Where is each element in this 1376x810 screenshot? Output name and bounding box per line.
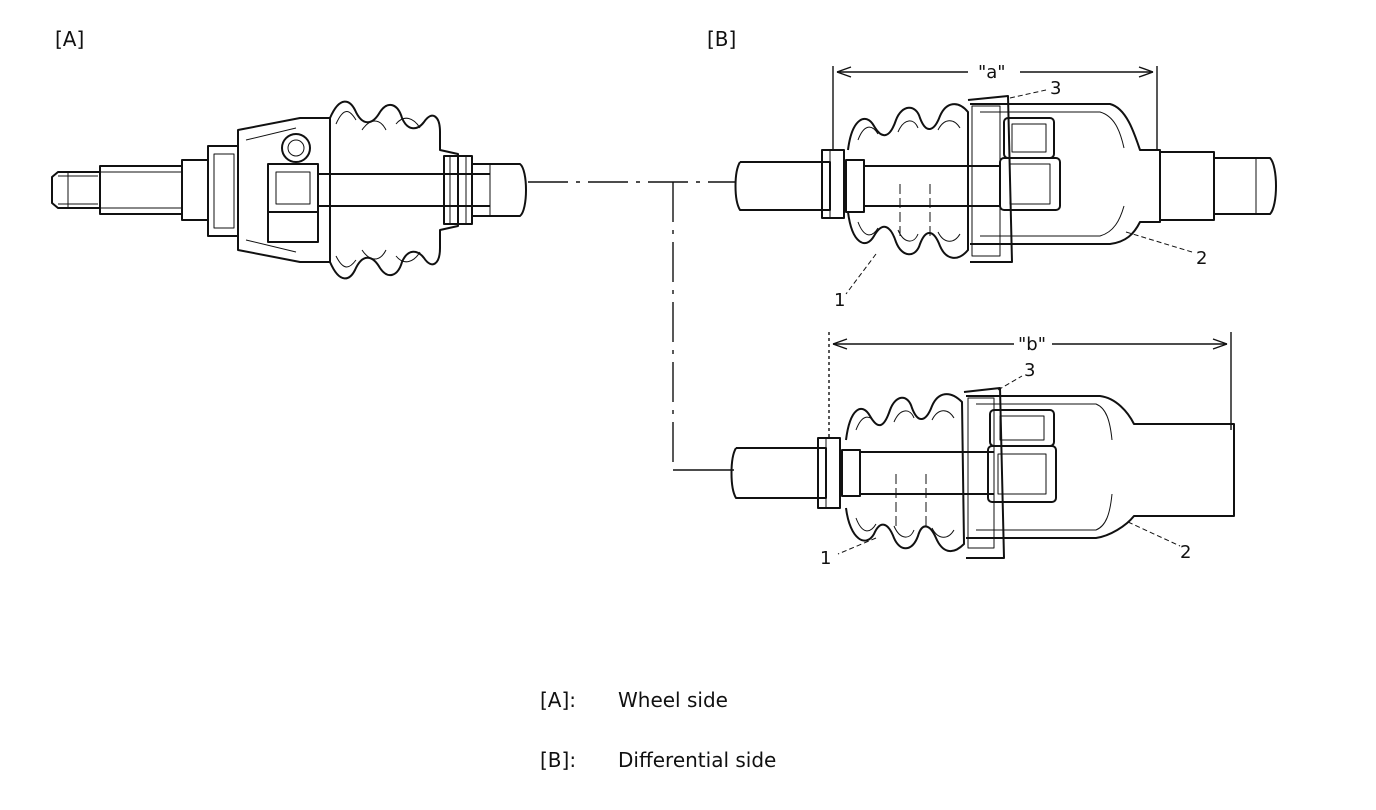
legend-text: Differential side [618, 748, 777, 772]
legend-row-wheel-side: [A]: Wheel side [540, 688, 728, 712]
lower-callout-2: 2 [1180, 542, 1191, 563]
differential-side-shaft-lower [730, 387, 1235, 559]
legend-key: [B]: [540, 748, 577, 772]
lower-callout-leaders [837, 375, 1181, 555]
label-section-b: [B] [707, 27, 736, 51]
dimension-a-label: "a" [978, 62, 1006, 83]
legend-key: [A]: [540, 688, 577, 712]
dimension-a [832, 66, 1158, 150]
legend-text: Wheel side [618, 688, 728, 712]
upper-callout-3: 3 [1050, 78, 1061, 99]
upper-callout-1: 1 [834, 290, 845, 311]
legend-row-differential-side: [B]: Differential side [540, 748, 776, 772]
lower-callout-1: 1 [820, 548, 831, 569]
lower-callout-3: 3 [1024, 360, 1035, 381]
differential-side-shaft-upper [734, 95, 1277, 263]
branch-leader-line [672, 182, 734, 471]
upper-callout-leaders [845, 89, 1193, 295]
dimension-b [828, 332, 1232, 440]
label-section-a: [A] [55, 27, 84, 51]
upper-callout-2: 2 [1196, 248, 1207, 269]
dimension-b-label: "b" [1018, 334, 1046, 355]
wheel-side-shaft-drawing [51, 100, 527, 280]
